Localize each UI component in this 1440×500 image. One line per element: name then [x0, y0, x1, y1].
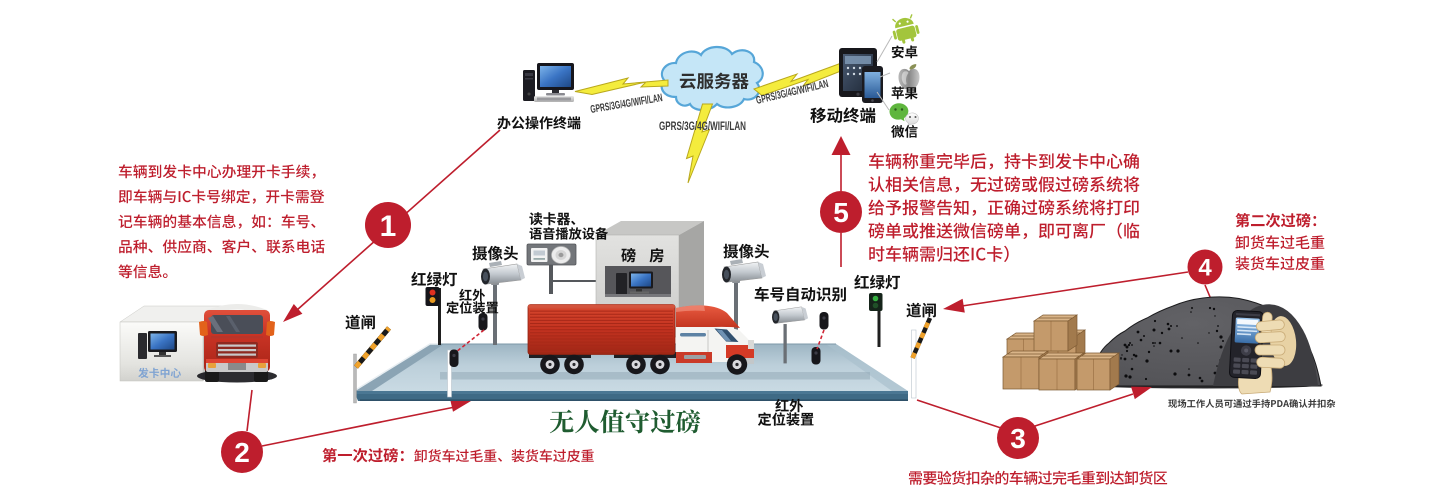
svg-text:5: 5	[833, 197, 849, 228]
svg-text:2: 2	[234, 437, 250, 468]
svg-text:1: 1	[380, 210, 397, 243]
svg-text:GPRS/3G/4G/WIFI/LAN: GPRS/3G/4G/WIFI/LAN	[590, 92, 664, 116]
svg-text:3: 3	[1010, 423, 1026, 454]
svg-text:4: 4	[1198, 255, 1212, 282]
svg-text:GPRS/3G/4G/WIFI/LAN: GPRS/3G/4G/WIFI/LAN	[659, 121, 746, 133]
